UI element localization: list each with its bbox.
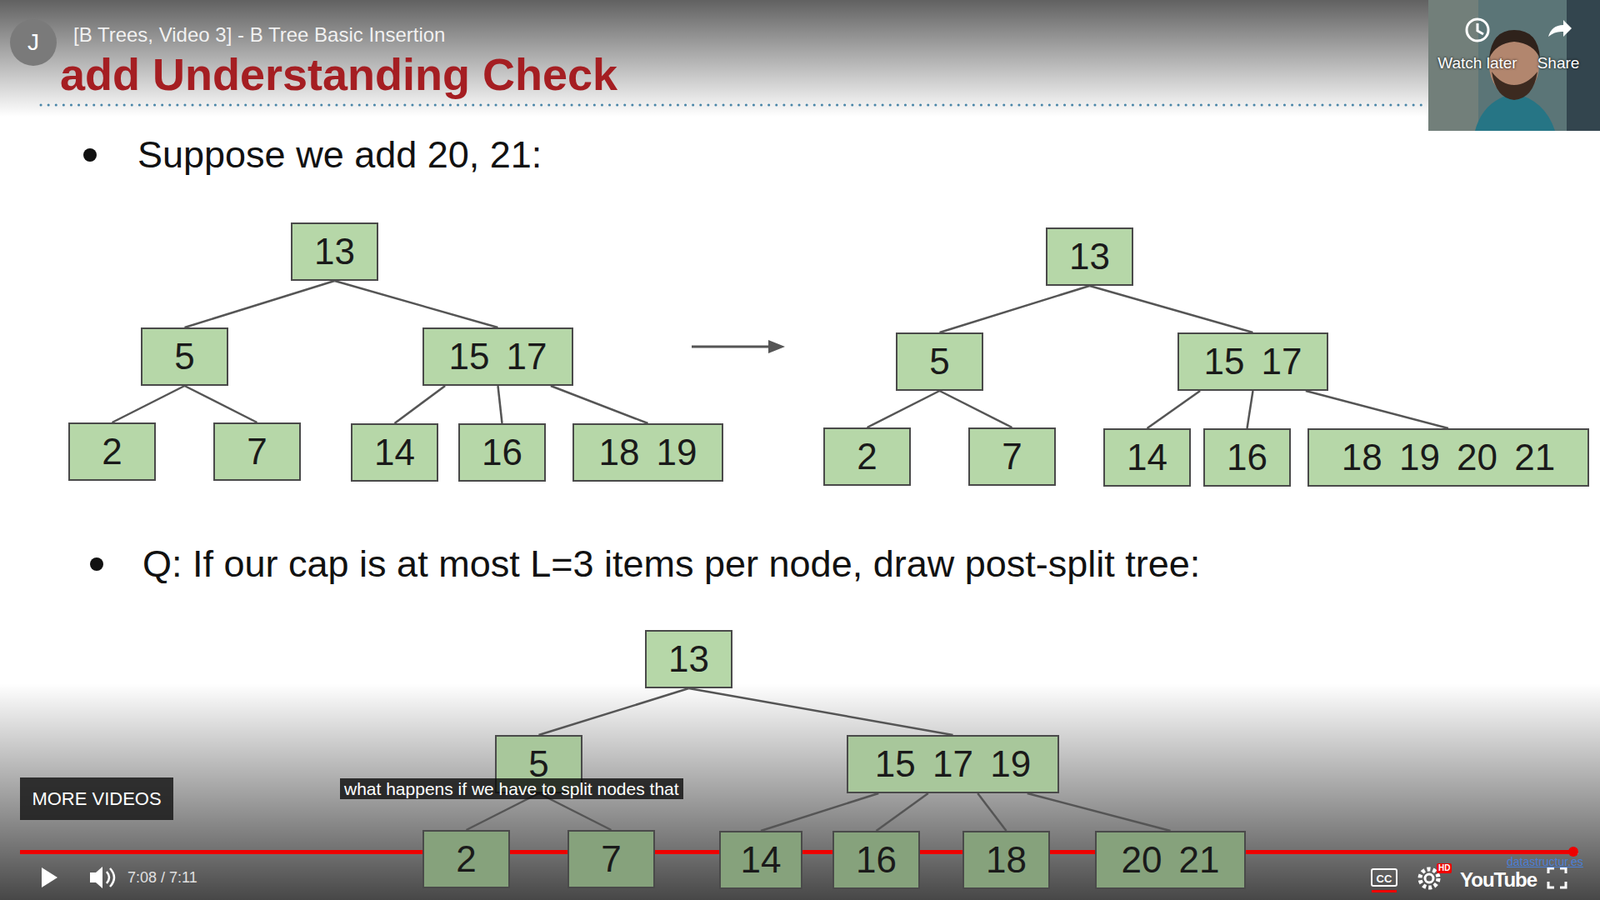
hd-badge: HD — [1436, 863, 1452, 874]
time-display: 7:08 / 7:11 — [127, 868, 198, 887]
tree-node: 13 — [645, 630, 733, 689]
cc-button: CC — [1370, 868, 1398, 887]
bullet-dot — [90, 557, 104, 571]
tree-edge — [112, 385, 185, 423]
slide-title: add Understanding Check — [60, 48, 618, 100]
node-key: 20 21 — [1120, 839, 1220, 881]
node-key: 5 — [174, 335, 195, 378]
bullet-text: Q: If our cap is at most L=3 items per n… — [142, 540, 1200, 589]
node-key: 7 — [1001, 435, 1022, 478]
dotted-rule — [40, 104, 1424, 107]
node-key: 16 — [481, 431, 523, 474]
node-key: 14 — [740, 839, 782, 881]
tree-edge — [977, 793, 1006, 831]
brand-logo: YouTube — [1460, 868, 1537, 892]
presenter-thumbnail — [1428, 0, 1600, 131]
tree-node: 15 17 — [422, 327, 574, 386]
node-key: 18 19 20 21 — [1341, 436, 1555, 479]
more-videos-button: MORE VIDEOS — [20, 777, 174, 820]
tree-node: 18 19 — [572, 423, 724, 482]
tree-node: 14 — [350, 423, 439, 482]
tree-edge — [876, 793, 929, 831]
tree-node: 13 — [1045, 227, 1134, 286]
tree-edge — [185, 385, 258, 423]
overlay-button: Share — [1529, 53, 1588, 74]
tree-node: 7 — [968, 427, 1056, 486]
node-key: 2 — [856, 435, 877, 478]
node-key: 5 — [929, 340, 950, 383]
node-key: 13 — [314, 230, 355, 273]
node-key: 2 — [455, 838, 476, 880]
tree-node: 20 21 — [1095, 830, 1246, 890]
overlay-button: Watch later — [1435, 53, 1520, 74]
node-key: 13 — [668, 638, 710, 680]
tree-edge — [1090, 285, 1254, 333]
tree-node: 7 — [567, 830, 655, 889]
tree-edge — [1027, 793, 1171, 831]
node-key: 15 17 — [448, 335, 547, 378]
tree-node: 5 — [895, 332, 984, 391]
watermark-link: datastructur.es — [1506, 855, 1584, 870]
tree-edge — [539, 688, 690, 735]
subtitle-box: what happens if we have to split nodes t… — [340, 777, 695, 800]
node-key: 14 — [374, 431, 415, 474]
tree-node: 7 — [213, 422, 301, 481]
tree-edge — [550, 385, 649, 424]
bullet-dot — [83, 148, 97, 162]
tree-node: 16 — [1203, 428, 1291, 487]
node-key: 15 17 — [1203, 340, 1302, 383]
tree-edge — [1247, 390, 1254, 429]
transition-arrow — [691, 345, 774, 349]
node-key: 15 17 19 — [875, 743, 1031, 785]
tree-edge — [940, 390, 1013, 428]
channel-avatar — [10, 19, 57, 66]
tree-edge — [395, 385, 446, 424]
node-key: 14 — [1126, 436, 1168, 479]
bullet-text: Suppose we add 20, 21: — [137, 130, 542, 180]
node-key: 2 — [101, 430, 122, 473]
node-key: 18 19 — [598, 431, 697, 474]
tree-edge — [689, 688, 954, 735]
tree-node: 15 17 — [1177, 332, 1329, 391]
subtitle: what happens if we have to split nodes t… — [340, 778, 684, 800]
node-key: 7 — [600, 838, 621, 880]
tree-node: 2 — [823, 427, 911, 486]
tree-node: 18 — [962, 830, 1050, 890]
node-key: 7 — [246, 430, 267, 473]
tree-node: 5 — [140, 327, 229, 386]
tree-edge — [1305, 390, 1449, 429]
tree-edge — [867, 390, 940, 428]
tree-edge — [1147, 390, 1201, 429]
arrow-head — [768, 340, 785, 354]
tree-node: 13 — [290, 222, 379, 281]
tree-node: 14 — [1103, 428, 1191, 487]
tree-edge — [185, 280, 335, 328]
avatar-initial: J — [10, 29, 57, 56]
tree-edge — [498, 385, 503, 424]
node-key: 13 — [1069, 235, 1110, 278]
tree-edge — [940, 285, 1090, 333]
tree-edge — [760, 793, 879, 831]
tree-node: 14 — [719, 830, 803, 890]
tree-node: 2 — [422, 830, 510, 889]
node-key: 16 — [1226, 436, 1268, 479]
tree-node: 15 17 19 — [846, 735, 1060, 794]
node-key: 18 — [985, 839, 1027, 881]
tree-node: 2 — [68, 422, 156, 481]
tree-edge — [335, 280, 499, 328]
tree-node: 16 — [832, 830, 920, 890]
tree-node: 18 19 20 21 — [1307, 428, 1590, 487]
tree-node: 16 — [458, 423, 546, 482]
video-title: [B Trees, Video 3] - B Tree Basic Insert… — [73, 23, 445, 47]
node-key: 16 — [855, 839, 897, 881]
